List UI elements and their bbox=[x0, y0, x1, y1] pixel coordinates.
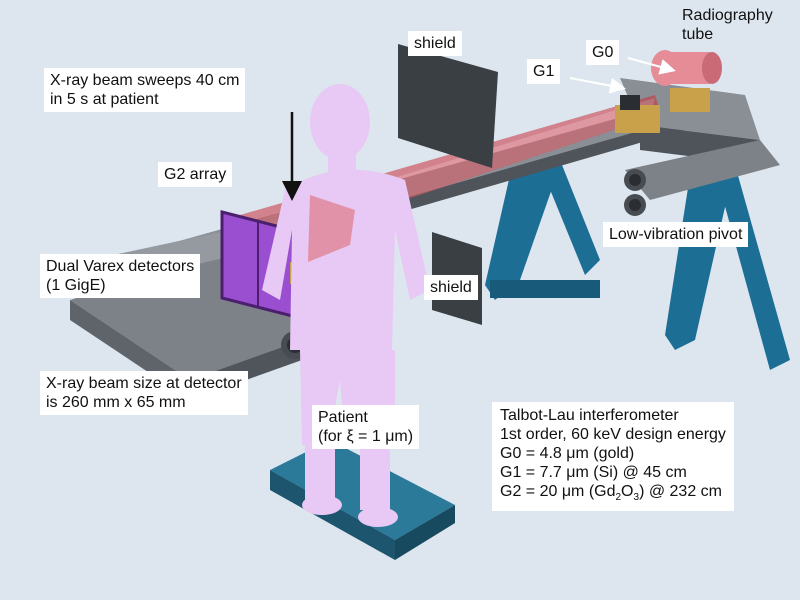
label-g1-text: G1 bbox=[533, 63, 555, 80]
beam-cone bbox=[308, 195, 355, 262]
support-a-frame-left bbox=[485, 160, 600, 300]
label-dual-detectors-line2: (1 GigE) bbox=[46, 277, 106, 294]
label-g1: G1 bbox=[527, 59, 561, 84]
g1-pointer-arrow bbox=[569, 77, 626, 94]
interferometer-g2-sub1: 2 bbox=[615, 492, 622, 504]
label-patient-line2: (for ξ = 1 μm) bbox=[318, 428, 414, 445]
interferometer-g0: G0 = 4.8 μm (gold) bbox=[500, 445, 635, 462]
g0-pointer-arrow bbox=[627, 57, 676, 75]
label-beam-sweep: X-ray beam sweeps 40 cm in 5 s at patien… bbox=[44, 68, 246, 112]
label-shield-bottom: shield bbox=[424, 275, 478, 300]
interferometer-g2: G2 = 20 μm (Gd2O3) @ 232 cm bbox=[500, 482, 726, 507]
interferometer-g2-mid: O bbox=[621, 483, 634, 500]
label-g0-text: G0 bbox=[592, 44, 614, 61]
interferometer-g2-post: ) @ 232 cm bbox=[639, 483, 722, 500]
label-dual-detectors: Dual Varex detectors (1 GigE) bbox=[40, 254, 201, 298]
label-radiography-tube-line2: tube bbox=[682, 26, 714, 43]
label-beam-size-line2: is 260 mm x 65 mm bbox=[46, 394, 186, 411]
interferometer-g2-pre: G2 = 20 μm (Gd bbox=[500, 483, 616, 500]
label-g2-array-text: G2 array bbox=[164, 166, 227, 183]
interferometer-title: Talbot-Lau interferometer bbox=[500, 407, 679, 424]
label-shield-top: shield bbox=[408, 31, 462, 56]
label-low-vibration-pivot: Low-vibration pivot bbox=[603, 222, 749, 247]
label-radiography-tube-line1: Radiography bbox=[682, 7, 773, 24]
label-g0: G0 bbox=[586, 40, 620, 65]
g1-grating-mount bbox=[615, 95, 660, 133]
label-shield-bottom-text: shield bbox=[430, 279, 472, 296]
interferometer-order: 1st order, 60 keV design energy bbox=[500, 426, 726, 443]
shield-plate-top bbox=[398, 44, 498, 168]
label-beam-size-line1: X-ray beam size at detector bbox=[46, 375, 242, 392]
interferometer-g1: G1 = 7.7 μm (Si) @ 45 cm bbox=[500, 464, 687, 481]
support-a-frame-right bbox=[665, 165, 790, 370]
g0-grating-mount bbox=[670, 88, 710, 112]
interferometer-g2-sub2: 3 bbox=[633, 492, 640, 504]
label-patient-line1: Patient bbox=[318, 409, 368, 426]
label-g2-array: G2 array bbox=[158, 162, 233, 187]
label-radiography-tube: Radiography tube bbox=[676, 3, 779, 47]
label-beam-sweep-line1: X-ray beam sweeps 40 cm bbox=[50, 72, 240, 89]
label-beam-size: X-ray beam size at detector is 260 mm x … bbox=[40, 371, 248, 415]
label-interferometer: Talbot-Lau interferometer 1st order, 60 … bbox=[492, 402, 734, 512]
patient-figure bbox=[262, 84, 430, 527]
label-shield-top-text: shield bbox=[414, 35, 456, 52]
label-low-vibration-pivot-text: Low-vibration pivot bbox=[609, 226, 743, 243]
label-dual-detectors-line1: Dual Varex detectors bbox=[46, 258, 195, 275]
label-patient: Patient (for ξ = 1 μm) bbox=[312, 405, 420, 449]
label-beam-sweep-line2: in 5 s at patient bbox=[50, 91, 159, 108]
